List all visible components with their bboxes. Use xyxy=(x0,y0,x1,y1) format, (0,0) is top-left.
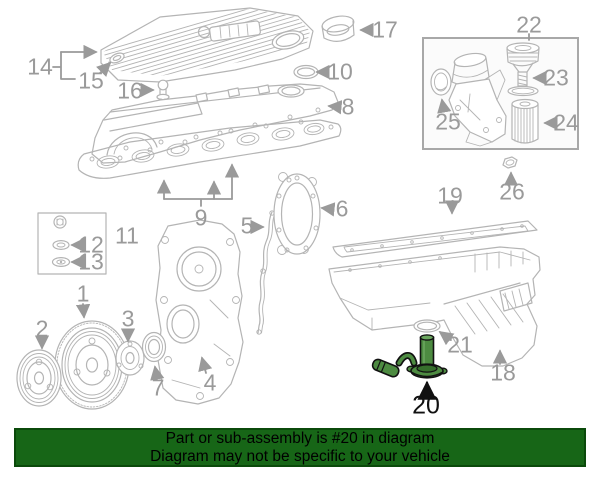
sensor-body xyxy=(419,336,435,369)
cover-oil-cap-hole xyxy=(271,30,305,50)
banner-line2: Diagram may not be specific to your vehi… xyxy=(150,447,450,465)
oil-filter-assembly-box xyxy=(422,33,579,150)
valve-cover-gasket xyxy=(77,119,342,179)
oil-pan xyxy=(328,246,541,367)
oil-filler-cap xyxy=(321,15,355,42)
sensor-connector xyxy=(371,358,400,378)
oil-level-sensor xyxy=(371,334,448,379)
rear-plate-gasket xyxy=(273,172,321,255)
oil-pan-gasket xyxy=(332,220,538,258)
crank-hub xyxy=(115,340,145,376)
kit-washer-12 xyxy=(52,240,70,251)
timing-cover xyxy=(155,219,244,405)
housing-gasket-ring xyxy=(430,68,452,96)
filter-cap xyxy=(506,42,540,97)
front-crank-seal xyxy=(141,331,167,363)
banner-line1: Part or sub-assembly is #20 in diagram xyxy=(165,429,435,447)
cover-clip xyxy=(109,52,125,64)
timing-cover-gasket xyxy=(256,210,276,335)
drain-plug xyxy=(502,156,518,169)
kit-cap xyxy=(53,215,67,229)
kit-washer-13 xyxy=(51,257,71,268)
filter-element xyxy=(511,98,539,144)
sensor-o-ring xyxy=(413,319,441,333)
filter-housing xyxy=(448,52,507,147)
info-banner: Part or sub-assembly is #20 in diagram D… xyxy=(14,428,586,467)
fastener-kit-box xyxy=(37,212,107,275)
bmw-badge-area xyxy=(197,20,261,42)
engine-cover xyxy=(100,7,314,83)
crank-pulley xyxy=(16,349,62,407)
filler-cap-seal-ring xyxy=(293,64,319,80)
callout-arrows xyxy=(34,22,558,400)
